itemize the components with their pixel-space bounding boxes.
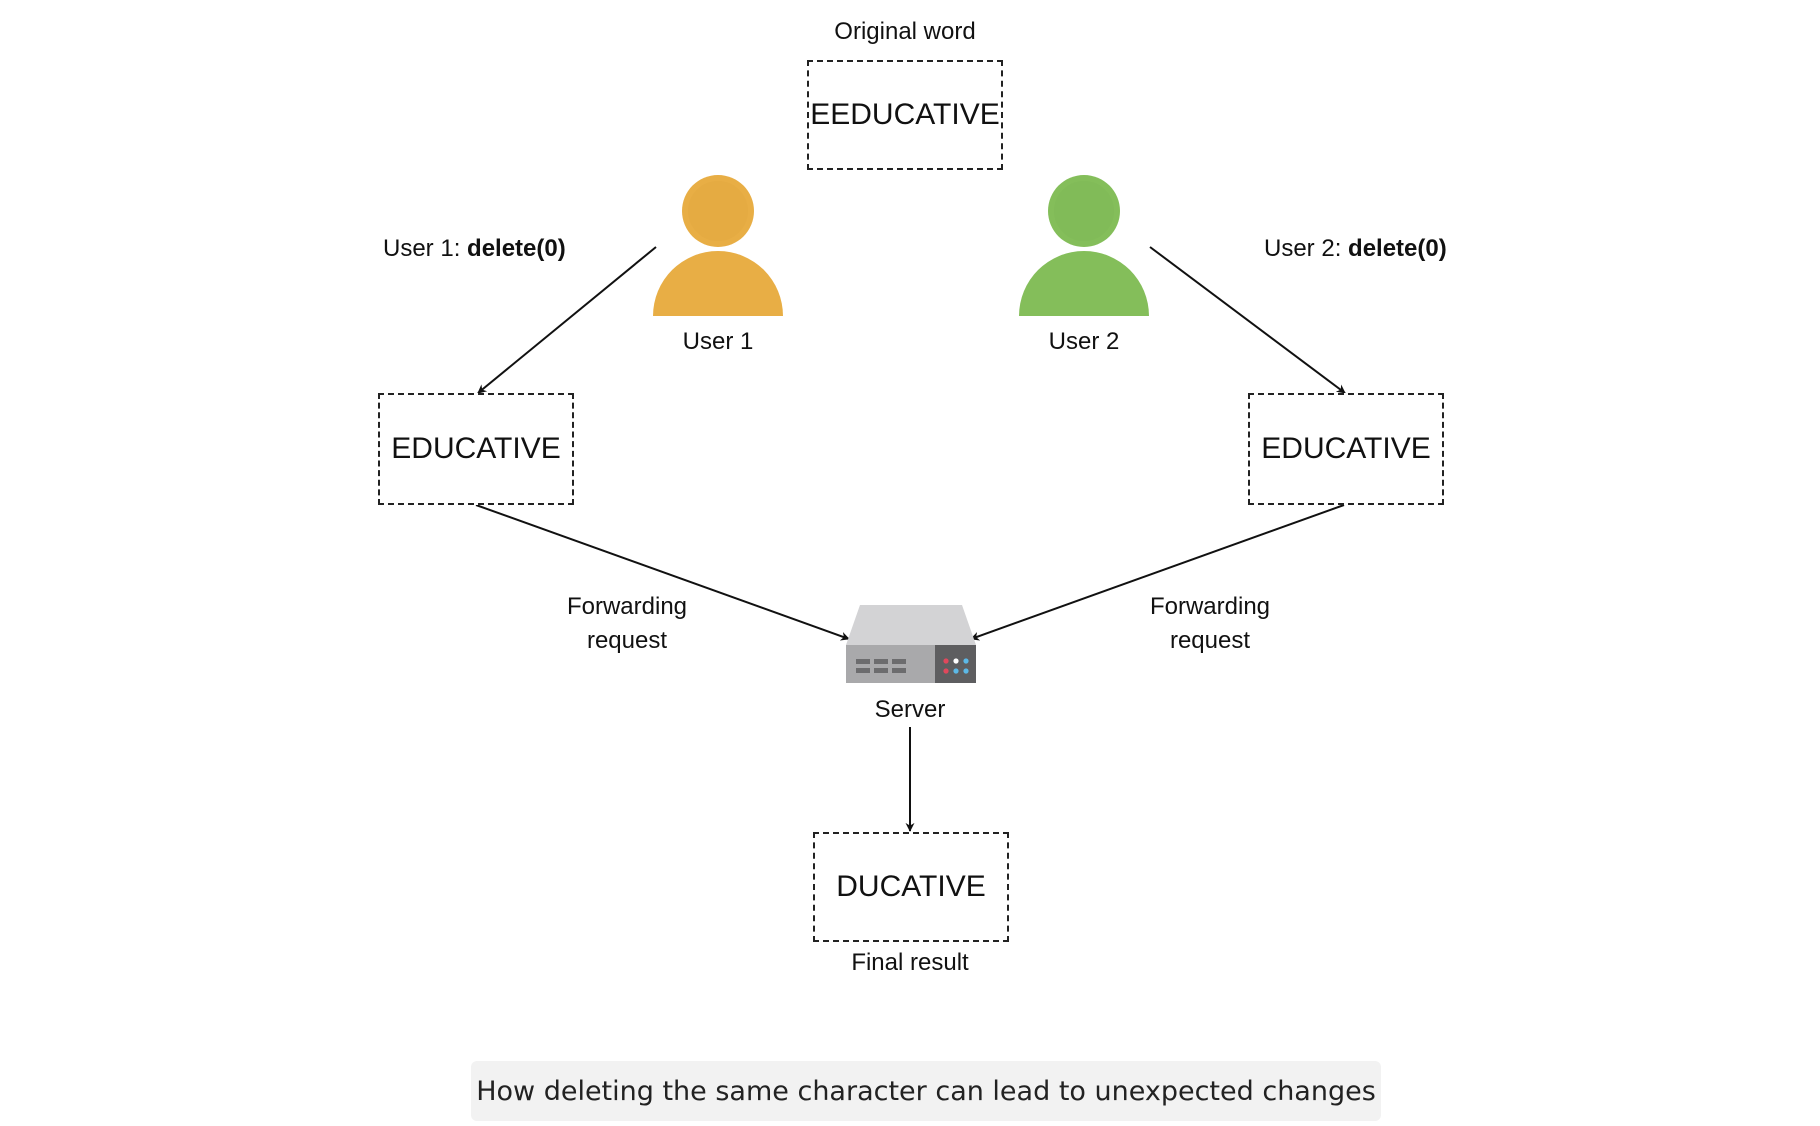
forwarding-right-line2: request [1169, 627, 1251, 654]
user-2-operation-call: delete(0) [1348, 235, 1447, 262]
user-2-operation-prefix: User 2: [1264, 235, 1349, 262]
arrow-left-box-to-server [475, 504, 850, 641]
arrow-right-box-to-server [970, 504, 1345, 641]
forwarding-request-right: Forwarding request [1150, 590, 1270, 658]
figure-caption: How deleting the same character can lead… [471, 1061, 1381, 1121]
arrow-user2-to-box [1149, 246, 1346, 394]
user-1-label: User 1 [682, 328, 754, 355]
user-1-operation-prefix: User 1: [383, 235, 468, 262]
final-result-caption: Final result [851, 949, 969, 976]
original-word-box: EEDUCATIVE [807, 60, 1003, 170]
forwarding-left-line1: Forwarding [566, 593, 688, 620]
final-result-box: DUCATIVE [813, 832, 1009, 942]
user-1-operation: User 1: delete(0) [383, 235, 566, 263]
server-label: Server [874, 696, 946, 723]
forwarding-request-left: Forwarding request [567, 590, 687, 658]
forwarding-right-line1: Forwarding [1149, 593, 1271, 620]
forwarding-left-line2: request [586, 627, 668, 654]
user-1-icon [653, 175, 783, 316]
user-2-label: User 2 [1048, 328, 1120, 355]
user-2-result-box: EDUCATIVE [1248, 393, 1444, 505]
user-2-operation: User 2: delete(0) [1264, 235, 1447, 263]
user-2-icon [1019, 175, 1149, 316]
user-1-result-box: EDUCATIVE [378, 393, 574, 505]
arrow-user1-to-box [477, 246, 657, 394]
user-1-operation-call: delete(0) [467, 235, 566, 262]
original-word-caption: Original word [834, 18, 976, 45]
server-icon [846, 605, 976, 683]
